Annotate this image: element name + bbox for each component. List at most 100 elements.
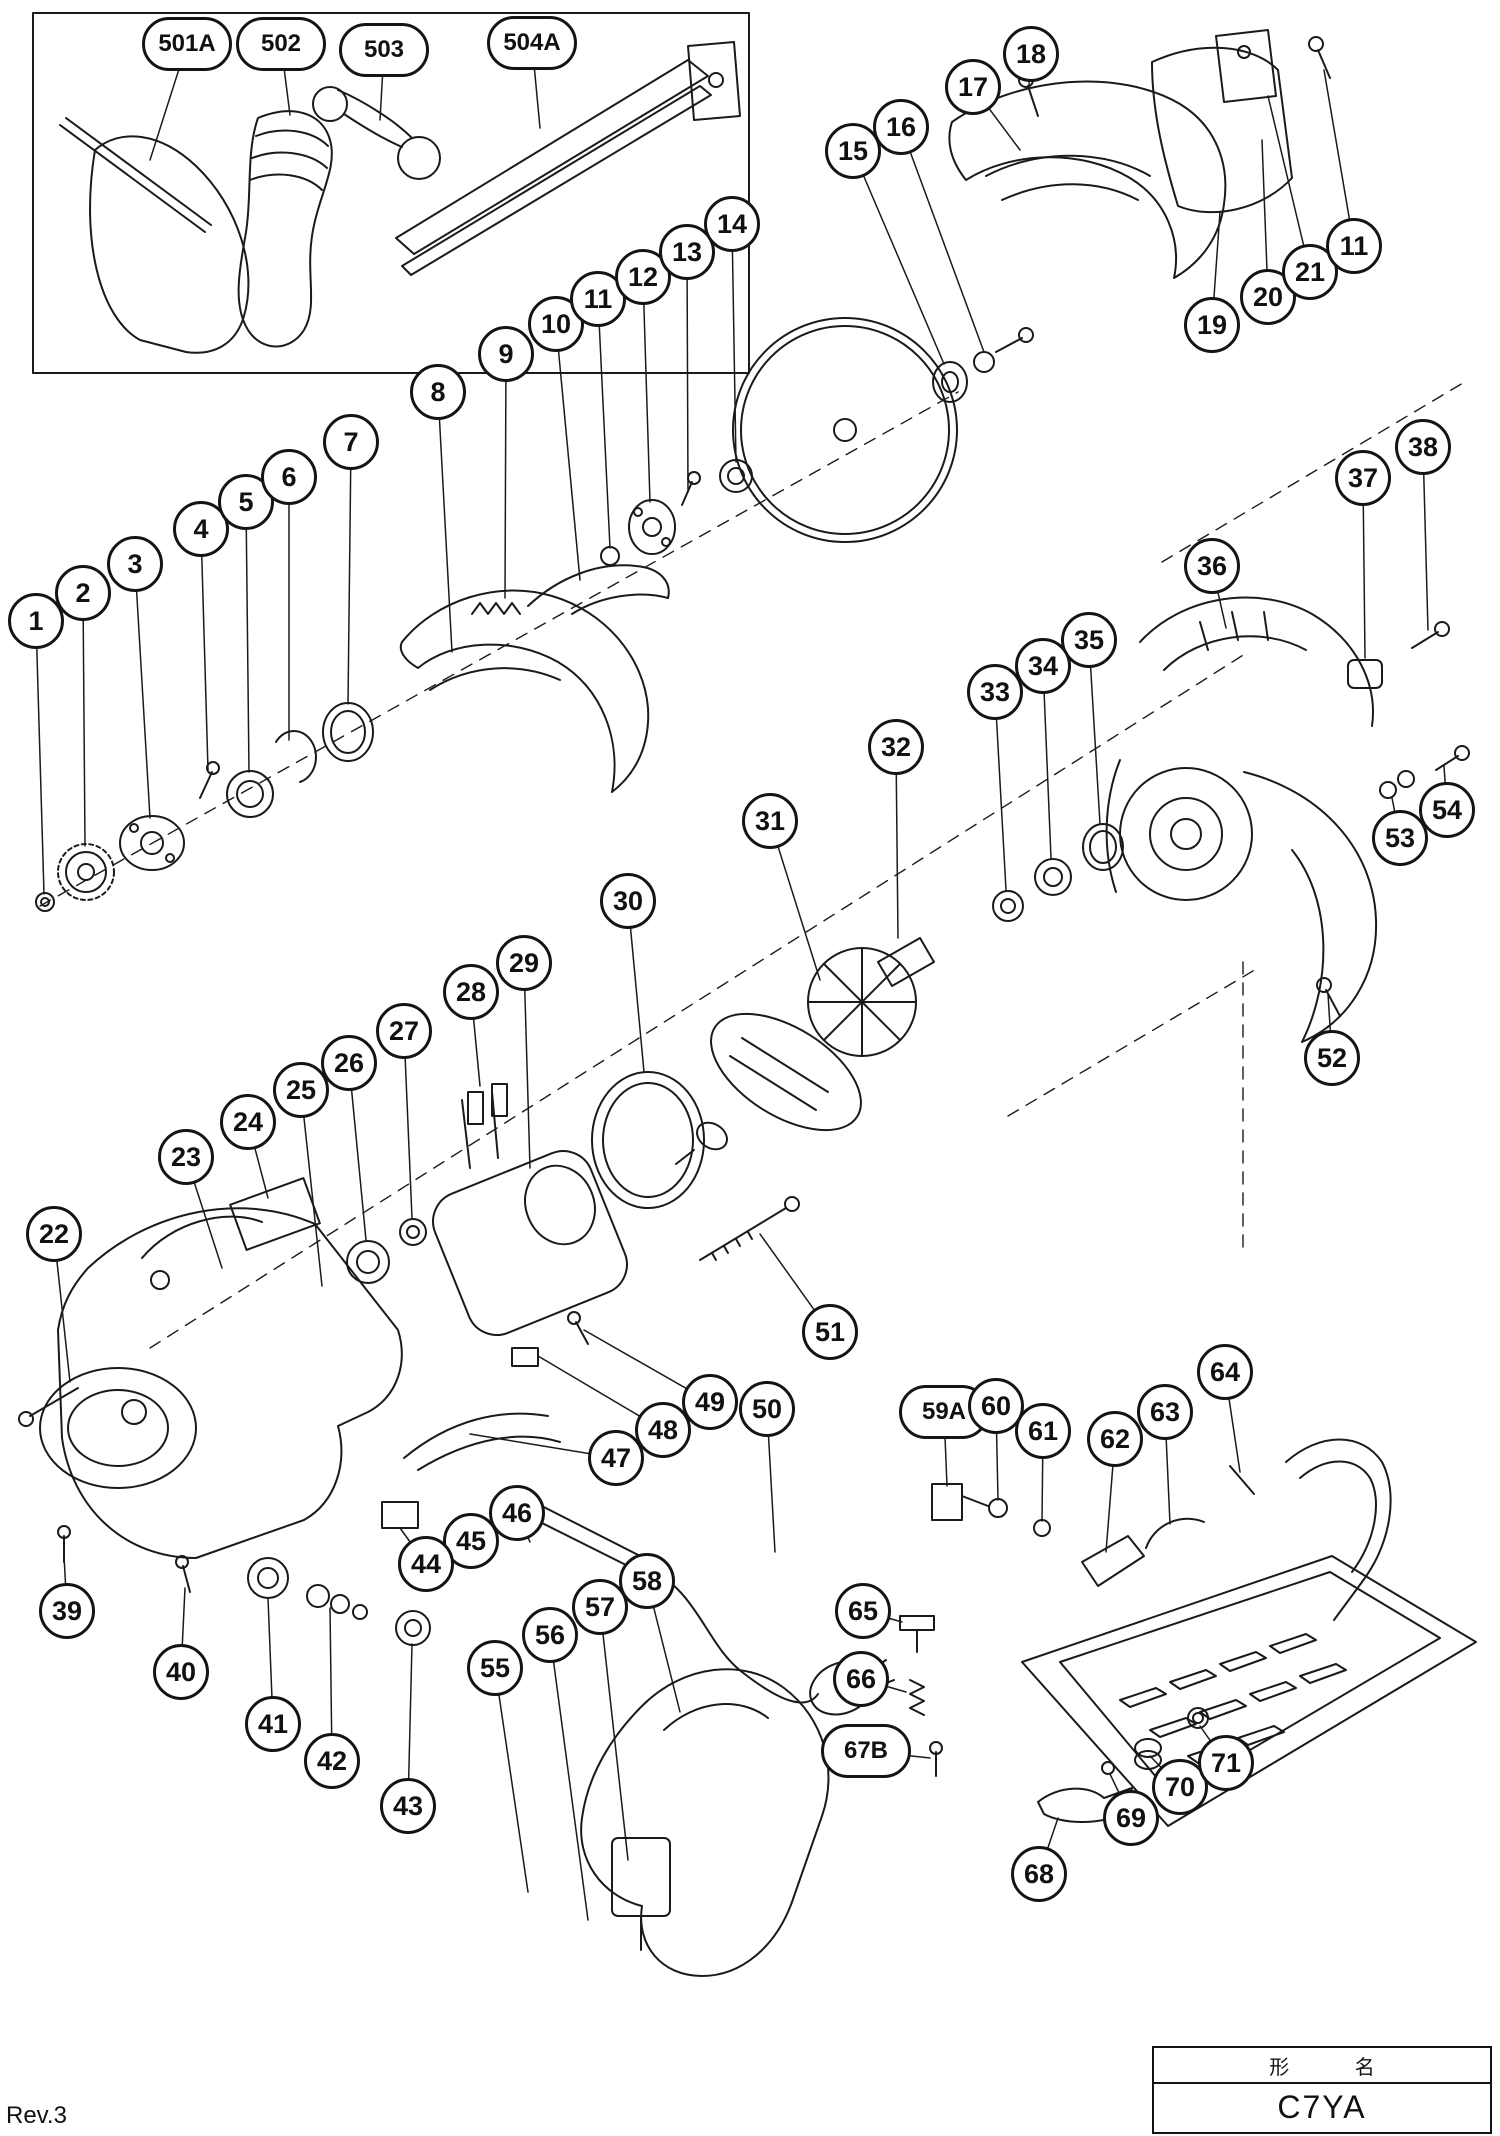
leader-line-29 (523, 962, 531, 1169)
callout-68: 68 (1011, 1846, 1067, 1902)
part-switch-wiring (381, 1311, 589, 1529)
callout-55: 55 (467, 1640, 523, 1696)
callout-17: 17 (945, 59, 1001, 115)
leader-line-5 (245, 501, 250, 773)
callout-7: 7 (323, 414, 379, 470)
part-motor-housing (39, 1207, 403, 1559)
callout-6: 6 (261, 449, 317, 505)
title-block-header: 形 名 (1154, 2048, 1490, 2084)
leader-line-25 (300, 1089, 323, 1287)
leader-line-34 (1042, 665, 1052, 859)
callout-48: 48 (635, 1402, 691, 1458)
callout-501A: 501A (142, 17, 232, 71)
part-rear-handle (580, 1668, 830, 1977)
callout-19: 19 (1184, 297, 1240, 353)
callout-9: 9 (478, 326, 534, 382)
part-bearing-left (229, 1177, 427, 1284)
callout-71: 71 (1198, 1735, 1254, 1791)
callout-61: 61 (1015, 1403, 1071, 1459)
part-blade-flange-set (600, 459, 753, 566)
part-guide-ring (591, 1071, 705, 1209)
callout-37: 37 (1335, 450, 1391, 506)
callout-49: 49 (682, 1374, 738, 1430)
construction-lines (39, 379, 1469, 1349)
part-gear-train (35, 702, 374, 912)
callout-15: 15 (825, 123, 881, 179)
callout-60: 60 (968, 1378, 1024, 1434)
leader-line-15 (852, 150, 945, 365)
callout-47: 47 (588, 1430, 644, 1486)
callout-11: 11 (1326, 218, 1382, 274)
callout-66: 66 (833, 1651, 889, 1707)
callout-2: 2 (55, 565, 111, 621)
leader-line-55 (494, 1667, 529, 1893)
callout-18: 18 (1003, 26, 1059, 82)
part-guide-rail (395, 41, 741, 276)
callout-56: 56 (522, 1607, 578, 1663)
part-guide-arm (1285, 1438, 1392, 1621)
callout-38: 38 (1395, 419, 1451, 475)
part-blade-washer-bolt (932, 327, 1034, 403)
callout-28: 28 (443, 964, 499, 1020)
callout-39: 39 (39, 1583, 95, 1639)
leader-line-11 (597, 298, 611, 549)
part-base-plate (1021, 1555, 1477, 1827)
part-bevel-pieces (931, 1465, 1255, 1587)
leader-line-32 (895, 746, 899, 939)
callout-503: 503 (339, 23, 429, 77)
callout-27: 27 (376, 1003, 432, 1059)
callout-54: 54 (1419, 782, 1475, 838)
callout-40: 40 (153, 1644, 209, 1700)
callout-57: 57 (572, 1579, 628, 1635)
callout-43: 43 (380, 1778, 436, 1834)
leader-line-26 (348, 1062, 367, 1241)
part-armature (675, 947, 917, 1165)
callout-67B: 67B (821, 1724, 911, 1778)
leader-line-21 (1267, 95, 1311, 273)
leader-line-57 (599, 1606, 629, 1861)
leader-line-38 (1422, 446, 1429, 631)
leader-line-3 (134, 563, 151, 819)
part-saw-blade (732, 317, 958, 543)
callout-65: 65 (835, 1583, 891, 1639)
callout-33: 33 (967, 664, 1023, 720)
callout-58: 58 (619, 1553, 675, 1609)
part-wrench (312, 86, 441, 180)
leader-line-13 (686, 251, 689, 493)
leader-line-30 (627, 900, 645, 1073)
part-spindle-lock-set (247, 1557, 431, 1646)
leader-line-11 (1323, 69, 1355, 247)
callout-51: 51 (802, 1304, 858, 1360)
callout-4: 4 (173, 501, 229, 557)
callout-63: 63 (1137, 1384, 1193, 1440)
callout-3: 3 (107, 536, 163, 592)
callout-42: 42 (304, 1733, 360, 1789)
leader-line-16 (900, 126, 985, 353)
part-stator (432, 1091, 628, 1336)
callout-62: 62 (1087, 1411, 1143, 1467)
leader-line-7 (347, 441, 352, 705)
callout-30: 30 (600, 873, 656, 929)
callout-41: 41 (245, 1696, 301, 1752)
leader-line-8 (437, 391, 453, 653)
callout-25: 25 (273, 1062, 329, 1118)
leader-line-33 (994, 691, 1007, 891)
part-carbon-brushes (467, 1083, 508, 1125)
callout-1: 1 (8, 593, 64, 649)
callout-32: 32 (868, 719, 924, 775)
callout-69: 69 (1103, 1790, 1159, 1846)
leader-line-14 (731, 223, 737, 463)
callout-46: 46 (489, 1485, 545, 1541)
callout-10: 10 (528, 296, 584, 352)
leader-line-35 (1088, 639, 1101, 825)
callout-64: 64 (1197, 1344, 1253, 1400)
title-block: 形 名 C7YA (1152, 2046, 1492, 2134)
part-lower-guard (399, 564, 670, 793)
callout-24: 24 (220, 1094, 276, 1150)
part-upper-guard (948, 29, 1331, 279)
callout-52: 52 (1304, 1030, 1360, 1086)
leader-line-4 (200, 528, 209, 771)
part-handle-gear-cover (1105, 596, 1378, 1043)
